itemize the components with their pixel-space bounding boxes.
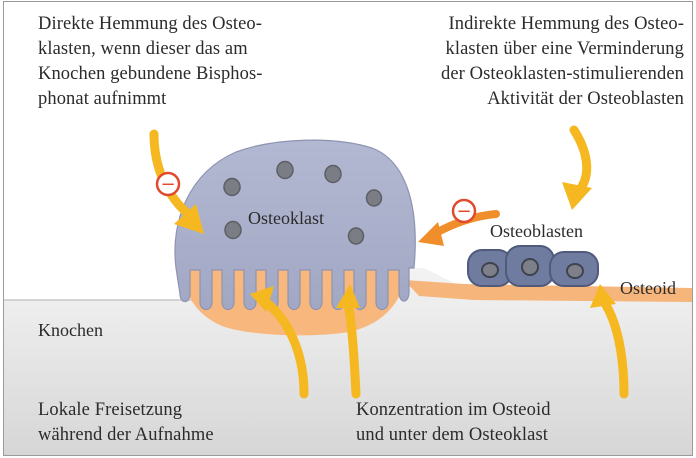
osteoblasts-label: Osteoblasten bbox=[490, 221, 583, 241]
inhibition-sign-right: − bbox=[453, 200, 475, 222]
svg-text:−: − bbox=[160, 174, 175, 195]
osteoid-label: Osteoid bbox=[620, 278, 676, 298]
direct-inhibition-label: Direkte Hemmung des Osteo- klasten, wenn… bbox=[38, 12, 263, 112]
osteoblast-to-osteoclast-arrowhead bbox=[418, 222, 444, 246]
osteoblast-cells bbox=[468, 246, 598, 286]
bone-label: Knochen bbox=[38, 320, 103, 340]
indirect-inhibition-label: Indirekte Hemmung des Osteo- klasten übe… bbox=[441, 12, 684, 112]
osteoclast-label: Osteoklast bbox=[248, 208, 324, 228]
local-release-label: Lokale Freisetzung während der Aufnahme bbox=[38, 398, 214, 448]
svg-text:−: − bbox=[456, 201, 471, 222]
bisphosphonate-mechanism-diagram: − − Direkte Hemmung des Osteo- klasten, … bbox=[3, 1, 693, 456]
inhibition-sign-left: − bbox=[157, 173, 179, 195]
indirect-inhibition-arrow bbox=[574, 130, 587, 192]
indirect-inhibition-arrowhead bbox=[562, 182, 592, 210]
concentration-label: Konzentration im Osteoid und unter dem O… bbox=[356, 398, 551, 448]
